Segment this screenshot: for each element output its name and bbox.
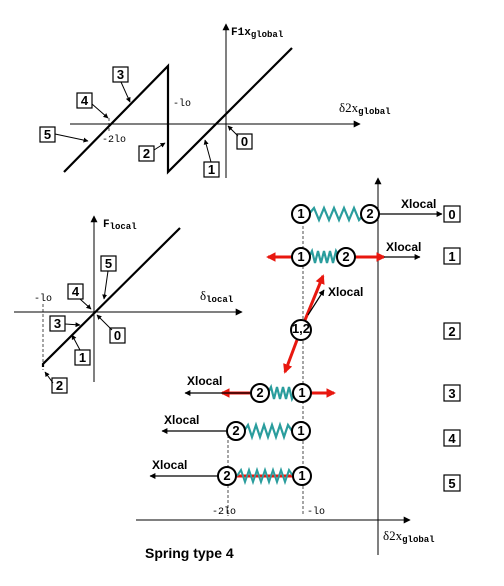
top-callout-5: 5 [39, 126, 89, 143]
xlocal-arrow [307, 289, 325, 316]
spring-state-0: 1 2 Xlocal [291, 197, 443, 224]
state-label-4: 4 [443, 429, 461, 447]
svg-text:0: 0 [114, 328, 121, 343]
svg-text:2: 2 [223, 468, 230, 483]
local-callout-0: 0 [96, 314, 126, 344]
top-callout-2: 2 [138, 142, 166, 162]
xlocal-label: Xlocal [401, 197, 436, 211]
svg-text:2: 2 [143, 146, 150, 161]
local-callout-1: 1 [71, 334, 91, 366]
local-callout-2: 2 [44, 371, 68, 394]
top-global-graph: F1xglobal δ2xglobal -lo -2lo 0 1 2 3 4 [39, 23, 391, 178]
state-label-2: 2 [443, 322, 461, 340]
svg-text:2: 2 [256, 385, 263, 400]
svg-text:5: 5 [44, 127, 51, 142]
svg-text:0: 0 [241, 134, 248, 149]
svg-text:0: 0 [448, 207, 455, 222]
svg-text:5: 5 [105, 256, 112, 271]
spring-coil [267, 383, 296, 403]
local-callout-4: 4 [67, 283, 92, 310]
top-characteristic-curve [63, 47, 293, 175]
svg-text:1: 1 [448, 249, 455, 264]
local-tick-lo: -lo [34, 293, 52, 305]
spring-node-2 [336, 247, 356, 267]
figure-caption: Spring type 4 [145, 545, 234, 561]
svg-text:2: 2 [448, 324, 455, 339]
top-x-axis-label: δ2xglobal [339, 100, 391, 117]
local-y-axis-label: Flocal [103, 219, 137, 232]
spring-coil [236, 466, 294, 486]
bottom-tick-lo: -lo [307, 506, 325, 518]
svg-text:1: 1 [298, 468, 305, 483]
spring-node-merged [290, 319, 312, 341]
top-y-axis-label: F1xglobal [231, 27, 284, 40]
svg-text:1: 1 [208, 162, 215, 177]
state-label-5: 5 [443, 474, 461, 492]
top-callout-1: 1 [203, 139, 220, 178]
svg-text:2: 2 [366, 206, 373, 221]
local-graph: Flocal δlocal -lo 0 1 2 3 4 [14, 215, 243, 394]
local-x-axis-label: δlocal [200, 288, 234, 305]
svg-text:1: 1 [297, 249, 304, 264]
spring-state-4: 2 1 Xlocal [161, 413, 311, 441]
svg-text:1: 1 [297, 206, 304, 221]
top-tick-2lo: -2lo [102, 134, 126, 146]
force-arrow-up [303, 274, 325, 321]
svg-text:4: 4 [81, 93, 89, 108]
local-callout-3: 3 [49, 315, 81, 332]
svg-text:3: 3 [54, 316, 61, 331]
spring-node-1 [291, 204, 311, 224]
svg-text:1: 1 [79, 350, 86, 365]
force-arrow-down [283, 339, 299, 374]
svg-text:4: 4 [72, 284, 80, 299]
xlocal-label: Xlocal [164, 413, 199, 427]
svg-text:2: 2 [56, 378, 63, 393]
spring-node-1 [292, 466, 312, 486]
spring-coil [308, 205, 365, 223]
svg-text:2: 2 [342, 249, 349, 264]
xlocal-label: Xlocal [187, 374, 222, 388]
spring-coil [243, 421, 293, 441]
local-characteristic-curve [41, 227, 181, 367]
spring-node-1 [292, 383, 312, 403]
spring-state-2: 1,2 Xlocal [283, 274, 363, 374]
state-label-1: 1 [443, 247, 461, 265]
bottom-global-axes: -2lo -lo δ2xglobal [136, 177, 435, 555]
xlocal-label: Xlocal [386, 240, 421, 254]
spring-coil [308, 247, 340, 264]
xlocal-label: Xlocal [152, 458, 187, 472]
svg-text:1: 1 [297, 423, 304, 438]
top-tick-lo: -lo [173, 98, 191, 110]
svg-text:2: 2 [232, 423, 239, 438]
spring-state-5: 2 1 Xlocal [149, 458, 312, 486]
local-callout-5: 5 [100, 255, 117, 300]
spring-node-1 [291, 247, 311, 267]
bottom-x-axis-label: δ2xglobal [383, 528, 435, 545]
top-callout-4: 4 [76, 92, 109, 119]
xlocal-label: Xlocal [328, 285, 363, 299]
top-callout-3: 3 [112, 66, 131, 103]
svg-text:3: 3 [448, 386, 455, 401]
spring-node-1 [291, 421, 311, 441]
state-label-3: 3 [443, 384, 461, 402]
bottom-tick-2lo: -2lo [212, 506, 236, 518]
svg-text:1,2: 1,2 [292, 321, 310, 336]
svg-text:5: 5 [448, 476, 455, 491]
svg-text:4: 4 [448, 431, 456, 446]
svg-text:1: 1 [298, 385, 305, 400]
spring-state-3: 2 1 Xlocal [184, 374, 336, 403]
spring-state-1: 1 2 Xlocal [266, 240, 421, 267]
svg-text:3: 3 [117, 67, 124, 82]
state-label-0: 0 [443, 205, 461, 223]
top-callout-0: 0 [227, 125, 253, 150]
